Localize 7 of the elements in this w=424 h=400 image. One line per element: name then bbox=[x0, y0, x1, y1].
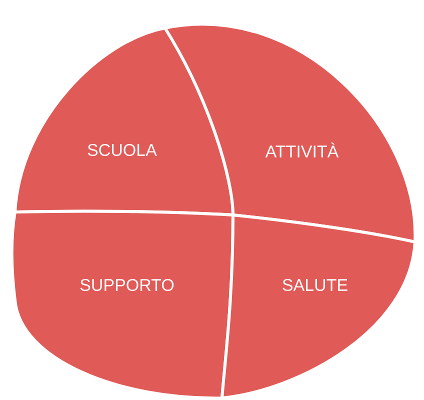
blob-segment: SALUTE bbox=[220, 214, 416, 400]
blob-segment: ATTIVITÀ bbox=[164, 22, 416, 244]
node-label: SALUTE bbox=[282, 278, 348, 292]
blob-segment: SUPPORTO bbox=[10, 210, 234, 400]
node-label: ATTIVITÀ bbox=[265, 142, 339, 158]
blob-segment: SCUOLA bbox=[14, 26, 234, 216]
node-label: SUPPORTO bbox=[80, 278, 174, 292]
